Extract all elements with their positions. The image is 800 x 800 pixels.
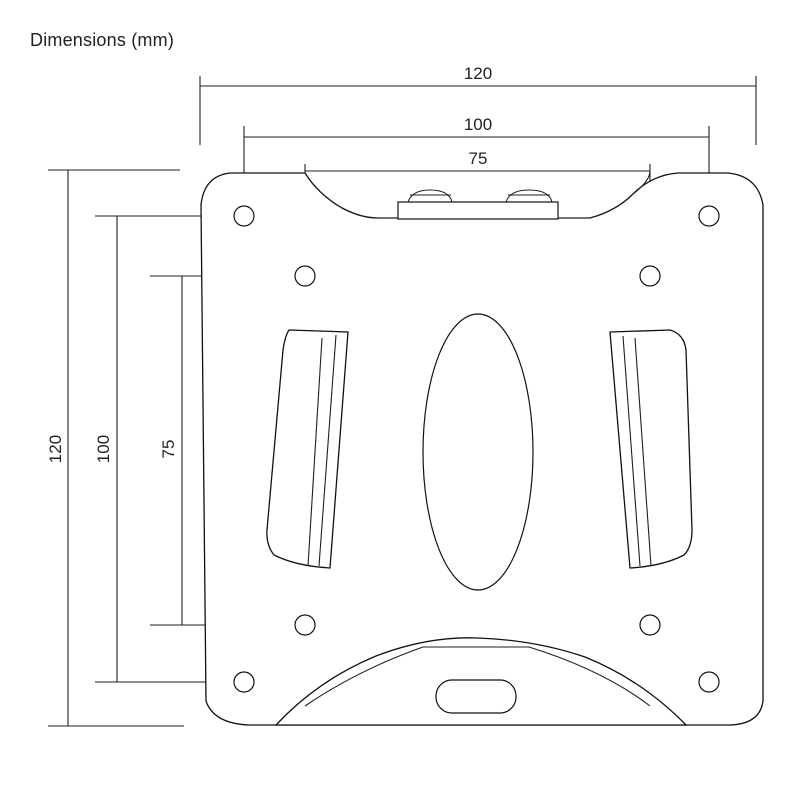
bottom-bracket [274, 637, 688, 726]
label-vertical-100: 100 [94, 435, 113, 463]
label-horizontal-120: 120 [464, 64, 492, 83]
mount-hole-bottom-right-outer [698, 671, 720, 693]
label-horizontal-100: 100 [464, 115, 492, 134]
left-side-tab-outline [266, 329, 349, 569]
left-side-tab-edge-2 [318, 334, 337, 567]
right-top-bolt-head [505, 189, 553, 203]
mount-hole-top-left-inner [294, 265, 316, 287]
right-side-tab [609, 329, 693, 569]
mount-hole-bottom-left-outer [233, 671, 255, 693]
center-oval-cutout [422, 313, 534, 591]
mount-hole-bottom-right-inner [639, 614, 661, 636]
top-bolt-block [397, 201, 559, 220]
mount-hole-bottom-left-inner [294, 614, 316, 636]
mount-hole-top-right-inner [639, 265, 661, 287]
right-side-tab-outline [609, 329, 693, 569]
right-side-tab-edge-1 [622, 335, 641, 567]
right-side-tab-edge-2 [634, 337, 652, 567]
mount-hole-top-right-outer [698, 205, 720, 227]
label-horizontal-75: 75 [469, 149, 488, 168]
bottom-slot [435, 679, 517, 714]
mount-hole-top-left-outer [233, 205, 255, 227]
left-side-tab-edge-1 [307, 337, 323, 567]
bottom-bracket-top-curve [304, 646, 651, 707]
top-bolt-assembly [397, 189, 559, 220]
label-vertical-120: 120 [46, 435, 65, 463]
diagram-title: Dimensions (mm) [30, 30, 175, 50]
label-vertical-75: 75 [159, 440, 178, 459]
left-top-bolt-head [407, 189, 453, 203]
left-side-tab [266, 329, 349, 569]
